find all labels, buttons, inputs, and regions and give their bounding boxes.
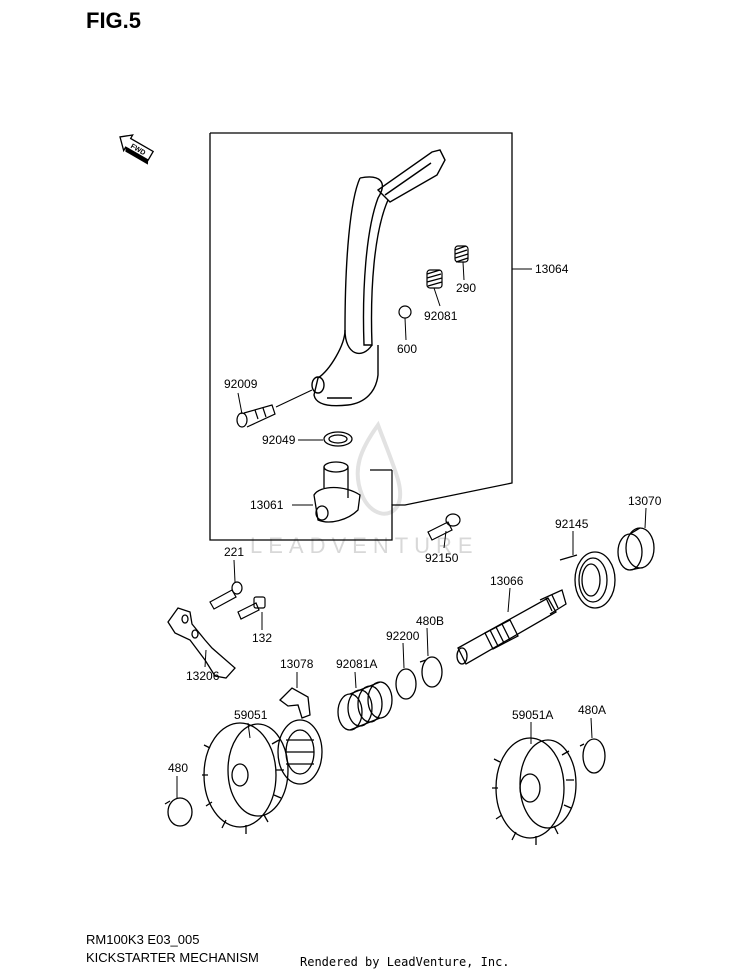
leader-lines [176, 261, 647, 798]
part-label-480: 480 [168, 761, 188, 775]
part-label-290: 290 [456, 281, 476, 295]
part-labels: 13064 290 92081 600 92009 92049 13061 92… [168, 262, 662, 775]
kick-shaft-13066 [456, 589, 567, 665]
part-label-92081A: 92081A [336, 657, 377, 671]
assembly-frame [209, 132, 513, 541]
spring-92081 [426, 269, 443, 289]
part-label-600: 600 [397, 342, 417, 356]
part-label-13078: 13078 [280, 657, 314, 671]
part-label-221: 221 [224, 545, 244, 559]
ball-600 [398, 305, 412, 319]
watermark-text: LEADVENTURE [250, 533, 479, 558]
rendered-by-credit: Rendered by LeadVenture, Inc. [300, 955, 510, 969]
spring-92145 [559, 551, 616, 609]
gear-59051A [492, 737, 577, 845]
washer-92049 [323, 431, 353, 447]
stopper-plate-13206 [167, 607, 236, 679]
part-label-480B: 480B [416, 614, 444, 628]
part-label-59051: 59051 [234, 708, 268, 722]
watermark-flame-icon [355, 420, 403, 516]
part-label-13064: 13064 [535, 262, 569, 276]
spring-290 [454, 245, 469, 263]
figure-caption: KICKSTARTER MECHANISM [86, 950, 259, 965]
part-label-92009: 92009 [224, 377, 258, 391]
circlip-480B [419, 656, 443, 688]
washer-92200 [395, 668, 417, 700]
circlip-480 [164, 797, 193, 827]
collar-13070 [617, 527, 655, 571]
spring-92081A [337, 681, 393, 731]
ratchet-13078 [277, 687, 323, 785]
part-label-92049: 92049 [262, 433, 296, 447]
part-label-13066: 13066 [490, 574, 524, 588]
bolt-221 [209, 581, 243, 610]
fwd-arrow-icon: FWD [119, 134, 155, 165]
part-label-132: 132 [252, 631, 272, 645]
figure-title: FIG.5 [86, 8, 142, 33]
part-label-13070: 13070 [628, 494, 662, 508]
part-label-92200: 92200 [386, 629, 420, 643]
bolt-92009 [236, 404, 276, 428]
part-label-92150: 92150 [425, 551, 459, 565]
kick-boss-13061 [313, 461, 361, 523]
kick-lever [311, 149, 446, 407]
part-label-92081: 92081 [424, 309, 458, 323]
bolt-92150 [427, 513, 461, 541]
part-label-480A: 480A [578, 703, 606, 717]
part-label-59051A: 59051A [512, 708, 553, 722]
watermark: LEADVENTURE [250, 420, 479, 558]
part-label-13061: 13061 [250, 498, 284, 512]
circlip-480A [579, 738, 606, 774]
part-label-13206: 13206 [186, 669, 220, 683]
part-label-92145: 92145 [555, 517, 589, 531]
gear-59051 [202, 722, 289, 834]
figure-code: RM100K3 E03_005 [86, 932, 200, 947]
bolt-132 [237, 596, 266, 620]
